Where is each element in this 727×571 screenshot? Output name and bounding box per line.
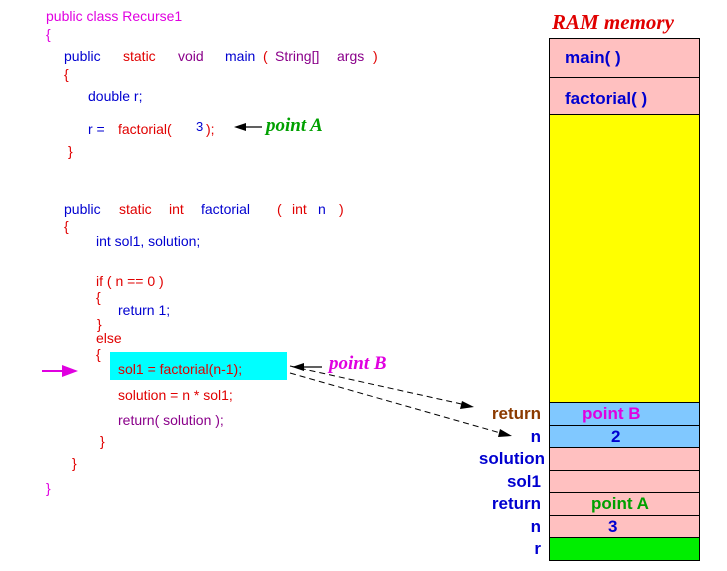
factorial-close-brace: } [72, 455, 77, 471]
factorial-int-keyword: int [169, 201, 184, 217]
main-method-name: main [225, 48, 256, 64]
main-close-brace: } [68, 143, 73, 159]
factorial-param-name: n [318, 201, 326, 217]
dashed-link-n [289, 372, 512, 437]
factorial-frame-label: factorial( ) [565, 89, 648, 108]
factorial-paren-open: ( [277, 201, 282, 217]
if-open-brace: { [96, 289, 101, 305]
stack-row-sol1 [549, 470, 700, 493]
factorial-frame: factorial( ) [549, 77, 700, 115]
factorial-static-keyword: static [119, 201, 152, 217]
factorial-public-keyword: public [64, 201, 101, 217]
stack-label-return-2: return [491, 494, 541, 513]
stack-row-return-2: point A [549, 492, 700, 516]
stack-label-n-1: n [530, 427, 541, 446]
stack-label-sol1: sol1 [506, 472, 541, 491]
stack-label-solution: solution [478, 449, 545, 468]
solution-line: solution = n * sol1; [118, 387, 233, 403]
current-line-highlight [110, 352, 287, 380]
r-factorial-call: factorial( [118, 121, 172, 137]
stack-label-r: r [534, 539, 541, 558]
point-b-annotation: point B [329, 353, 387, 374]
return-one-line: return 1; [118, 302, 171, 318]
else-open-brace: { [96, 346, 101, 362]
main-public-keyword: public [64, 48, 101, 64]
factorial-param-type: int [292, 201, 307, 217]
dashed-link-return [289, 365, 474, 409]
stack-row-solution [549, 447, 700, 471]
point-a-annotation: point A [266, 115, 323, 136]
factorial-open-brace: { [64, 218, 69, 234]
else-line: else [96, 330, 122, 346]
r-assign-lhs: r = [88, 121, 105, 137]
main-paren-open: ( [263, 48, 268, 64]
stack-value-return-2: point A [591, 494, 649, 513]
point-a-arrow [234, 123, 262, 131]
else-close-brace: } [100, 433, 105, 449]
free-memory-region [549, 114, 700, 403]
int-decl-line: int sol1, solution; [96, 233, 201, 249]
stack-value-return-1: point B [582, 404, 641, 423]
stack-label-n-2: n [530, 517, 541, 536]
r-call-argument: 3 [196, 119, 204, 134]
sol1-line: sol1 = factorial(n-1); [118, 361, 243, 377]
point-b-arrow [292, 363, 322, 371]
stack-row-return-1: point B [549, 402, 700, 426]
if-close-brace: } [97, 316, 102, 332]
main-frame-label: main( ) [565, 48, 621, 67]
main-paren-close: ) [373, 48, 378, 64]
double-r-line: double r; [88, 88, 143, 104]
r-call-end: ); [206, 121, 215, 137]
factorial-method-name: factorial [201, 201, 251, 217]
main-param-type: String[] [275, 48, 320, 64]
stack-value-n-1: 2 [611, 427, 621, 446]
factorial-paren-close: ) [339, 201, 344, 217]
class-close-brace: } [46, 480, 51, 496]
stack-row-n-2: 3 [549, 515, 700, 538]
stack-label-return-1: return [491, 404, 541, 423]
return-solution-line: return( solution ); [118, 412, 224, 428]
stack-row-r [549, 537, 700, 561]
stack-row-n-1: 2 [549, 425, 700, 448]
class-declaration: public class Recurse1 [46, 8, 183, 24]
class-open-brace: { [46, 26, 51, 42]
main-void-keyword: void [178, 48, 204, 64]
if-line: if ( n == 0 ) [96, 273, 164, 289]
stack-value-n-2: 3 [608, 517, 618, 536]
main-param-name: args [337, 48, 365, 64]
ram-memory-title: RAM memory [552, 10, 674, 34]
execution-pointer-icon [42, 365, 78, 377]
main-static-keyword: static [123, 48, 156, 64]
main-frame: main( ) [549, 38, 700, 78]
main-open-brace: { [64, 66, 69, 82]
